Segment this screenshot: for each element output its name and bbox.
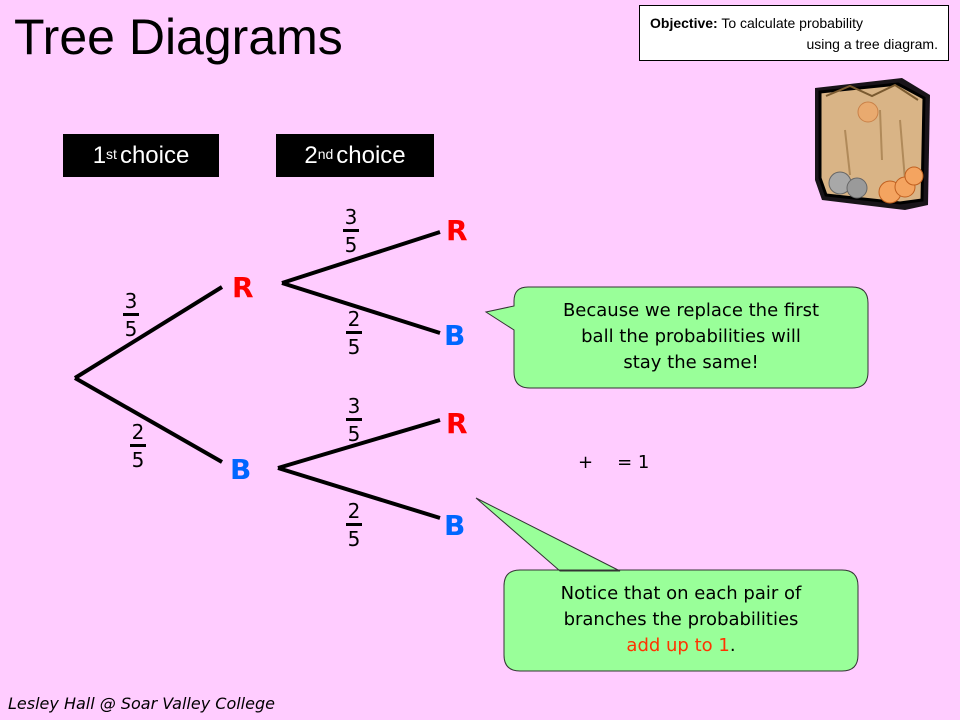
- callout-bottom-end: .: [729, 635, 736, 656]
- callout-top-line2: ball the probabilities will: [581, 326, 801, 347]
- footer-credit: Lesley Hall @ Soar Valley College: [8, 694, 275, 713]
- objective-box: Objective: To calculate probability usin…: [639, 5, 949, 61]
- callout-top-line1: Because we replace the first: [562, 300, 820, 321]
- sum-equals: = 1: [617, 452, 650, 473]
- node-second-bb: B: [444, 509, 466, 542]
- page-title: Tree Diagrams: [14, 9, 343, 65]
- callout-bottom-highlight: add up to 1: [626, 635, 730, 656]
- node-second-br: R: [446, 407, 468, 440]
- prob-numerator: 3: [344, 205, 358, 229]
- second-choice-ordinal: 2: [304, 141, 318, 169]
- first-choice-suffix: st: [106, 145, 117, 162]
- sum-equation: + = 1: [578, 452, 649, 473]
- branch-bb: [277, 466, 441, 520]
- prob-denominator: 5: [131, 448, 145, 472]
- prob-numerator: 3: [124, 289, 138, 313]
- second-choice-suffix: nd: [317, 145, 334, 162]
- callout-bottom-line1: Notice that on each pair of: [560, 583, 802, 604]
- prob-numerator: 2: [131, 420, 145, 444]
- callout-bottom-bubble: [475, 497, 859, 672]
- callout-bottom-line2: branches the probabilities: [563, 609, 799, 630]
- second-choice-text: choice: [336, 141, 406, 169]
- node-first-r: R: [232, 271, 254, 304]
- prob-denominator: 5: [344, 233, 358, 257]
- prob-numerator: 2: [347, 499, 361, 523]
- branch-first-r: [73, 285, 224, 380]
- branch-br: [277, 418, 441, 470]
- prob-numerator: 3: [347, 394, 361, 418]
- objective-line1: To calculate probability: [721, 15, 863, 31]
- paper-bag-with-balls-icon: [815, 78, 930, 210]
- node-second-rb: B: [444, 319, 466, 352]
- callout-top-text: Because we replace the first ball the pr…: [516, 298, 866, 376]
- first-choice-text: choice: [119, 141, 190, 169]
- node-second-rr: R: [446, 214, 468, 247]
- node-first-b: B: [230, 453, 252, 486]
- branch-first-b: [74, 376, 223, 464]
- callout-top-line3: stay the same!: [623, 352, 759, 373]
- prob-denominator: 5: [124, 317, 138, 341]
- branch-rr: [281, 230, 441, 285]
- first-choice-ordinal: 1: [92, 141, 107, 169]
- objective-line2: using a tree diagram.: [806, 36, 938, 52]
- prob-numerator: 2: [347, 307, 361, 331]
- prob-denominator: 5: [347, 422, 361, 446]
- prob-denominator: 5: [347, 527, 361, 551]
- callout-top-bubble: [484, 286, 869, 389]
- callout-bottom-text: Notice that on each pair of branches the…: [506, 581, 856, 659]
- objective-label: Objective:: [650, 15, 718, 31]
- sum-plus: +: [578, 452, 594, 473]
- prob-denominator: 5: [347, 335, 361, 359]
- branch-rb: [281, 281, 441, 335]
